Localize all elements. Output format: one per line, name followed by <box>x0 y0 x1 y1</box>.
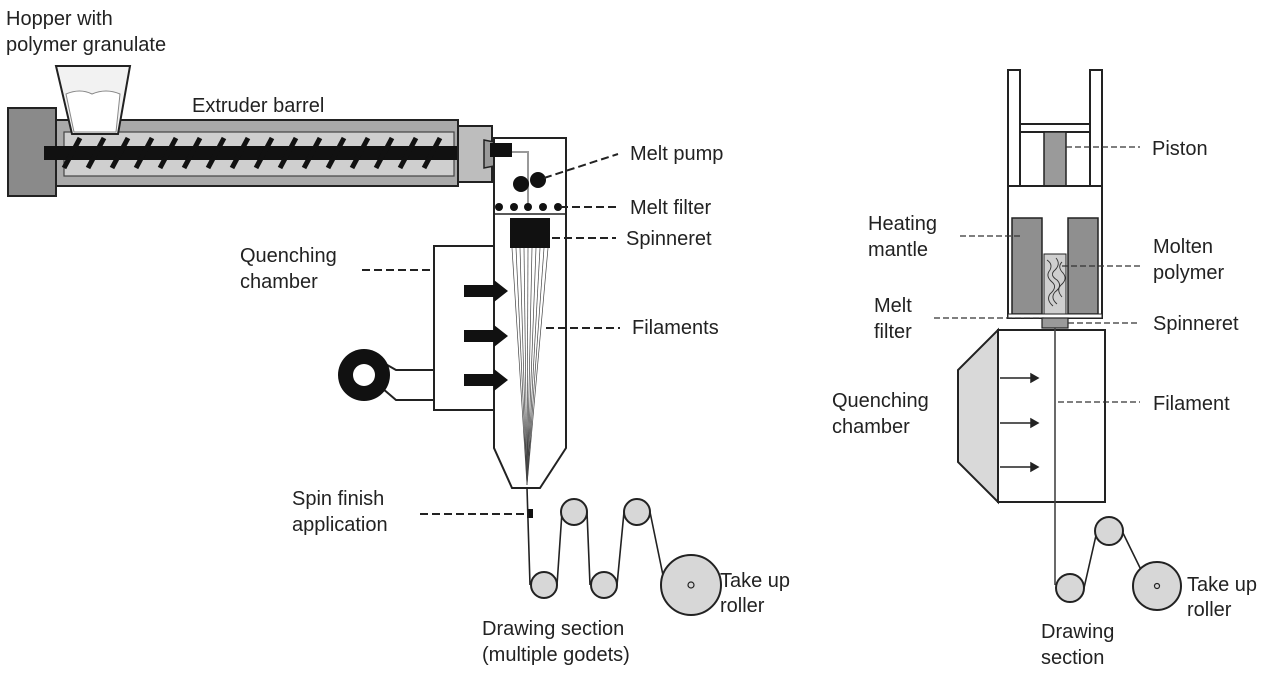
molten-polymer-label-line1: Molten <box>1153 236 1213 258</box>
spin-finish-applicator <box>527 509 533 518</box>
take-up-roller-label-line2: roller <box>720 595 765 617</box>
spin-finish-label-line1: Spin finish <box>292 488 384 510</box>
right-take-up-label-line1: Take up <box>1187 574 1257 596</box>
heating-mantle-label-line2: mantle <box>868 239 928 261</box>
right-quenching-chamber <box>997 329 1106 503</box>
right-take-up-roller <box>1132 561 1182 611</box>
left-diagram: Hopper with polymer granulate Extruder b… <box>6 8 790 666</box>
melt-filter <box>494 203 566 215</box>
filament-label: Filament <box>1153 393 1230 415</box>
hopper-label-line1: Hopper with <box>6 8 113 30</box>
heating-mantle-label-line1: Heating <box>868 213 937 235</box>
hopper-label-line2: polymer granulate <box>6 34 166 56</box>
right-diagram: Piston Heating mantle Molten polymer Mel… <box>832 69 1257 669</box>
quench-air-arrows <box>464 280 508 391</box>
take-up-roller-label-line1: Take up <box>720 570 790 592</box>
right-take-up-label-line2: roller <box>1187 599 1232 621</box>
right-godets <box>1055 516 1124 603</box>
right-quench-duct <box>957 327 999 505</box>
right-melt-filter-label-line2: filter <box>874 321 912 343</box>
spinneret-label: Spinneret <box>626 228 712 250</box>
right-drawing-label-line2: section <box>1041 647 1104 669</box>
quench-blower <box>338 349 435 401</box>
right-melt-filter-label-line1: Melt <box>874 295 912 317</box>
right-spinneret-label: Spinneret <box>1153 313 1239 335</box>
drawing-section-label-line2: (multiple godets) <box>482 644 630 666</box>
extruder-barrel-label: Extruder barrel <box>192 95 324 117</box>
melt-pump <box>513 172 546 192</box>
molten-polymer <box>1043 253 1067 315</box>
filaments-label: Filaments <box>632 317 719 339</box>
right-quench-arrows <box>1000 372 1040 473</box>
molten-polymer-label-line2: polymer <box>1153 262 1224 284</box>
drawing-section-label-line1: Drawing section <box>482 618 624 640</box>
right-melt-filter <box>1007 313 1103 319</box>
melt-filter-label: Melt filter <box>630 197 711 219</box>
melt-pump-label: Melt pump <box>630 143 723 165</box>
yarn-path <box>526 487 666 586</box>
piston-label: Piston <box>1152 138 1208 160</box>
godets <box>530 498 651 599</box>
filaments <box>511 247 549 486</box>
spinneret <box>510 218 550 248</box>
spin-finish-label-line2: application <box>292 514 388 536</box>
right-drawing-label-line1: Drawing <box>1041 621 1114 643</box>
right-quenching-label-line2: chamber <box>832 416 910 438</box>
take-up-roller <box>660 554 722 616</box>
quenching-chamber-label-line2: chamber <box>240 271 318 293</box>
quenching-chamber-label-line1: Quenching <box>240 245 337 267</box>
right-quenching-label-line1: Quenching <box>832 390 929 412</box>
right-spinneret <box>1041 317 1069 329</box>
